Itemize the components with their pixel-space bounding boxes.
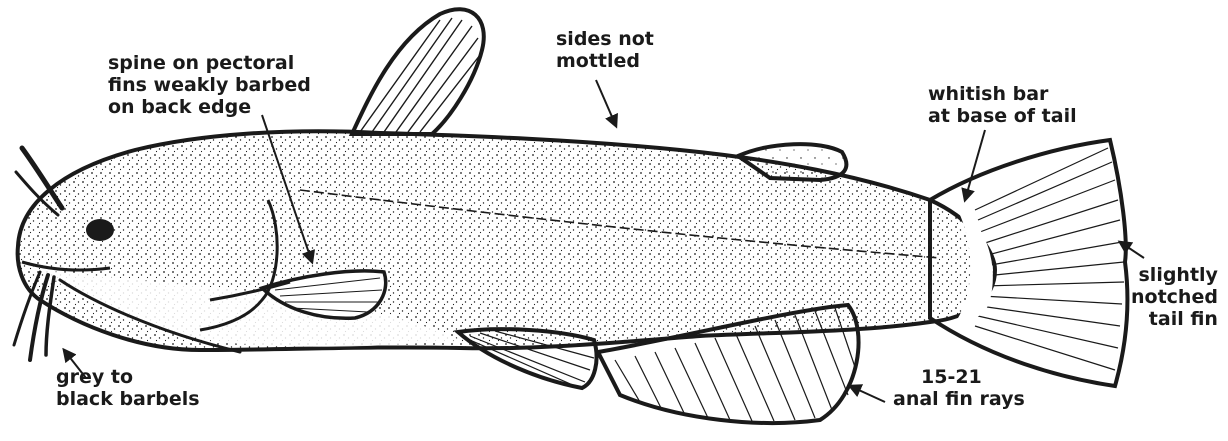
label-tail-fin: slightly notched tail fin: [1131, 264, 1218, 330]
label-line: black barbels: [56, 388, 200, 410]
label-barbels: grey to black barbels: [56, 388, 200, 410]
label-line: sides not: [556, 28, 654, 50]
arrow-sides: [596, 80, 616, 126]
label-line: at base of tail: [928, 105, 1077, 127]
label-line: mottled: [556, 50, 654, 72]
label-line: tail fin: [1131, 308, 1218, 330]
eye: [86, 219, 114, 241]
label-pectoral-spine: spine on pectoral fins weakly barbed on …: [108, 52, 311, 118]
dorsal-fin: [352, 9, 484, 134]
arrow-anal-rays: [850, 386, 885, 402]
label-line: grey to: [56, 366, 200, 388]
label-line: 15-21: [921, 366, 1025, 388]
label-line: on back edge: [108, 96, 311, 118]
label-line: fins weakly barbed: [108, 74, 311, 96]
label-line: anal fin rays: [893, 388, 1025, 410]
label-line: slightly: [1131, 264, 1218, 286]
label-line: whitish bar: [928, 83, 1077, 105]
label-line: notched: [1131, 286, 1218, 308]
label-line: spine on pectoral: [108, 52, 311, 74]
label-tail-bar: whitish bar at base of tail: [928, 83, 1077, 127]
label-sides: sides not mottled: [556, 28, 654, 72]
label-anal-rays: 15-21 anal fin rays: [893, 388, 1025, 410]
